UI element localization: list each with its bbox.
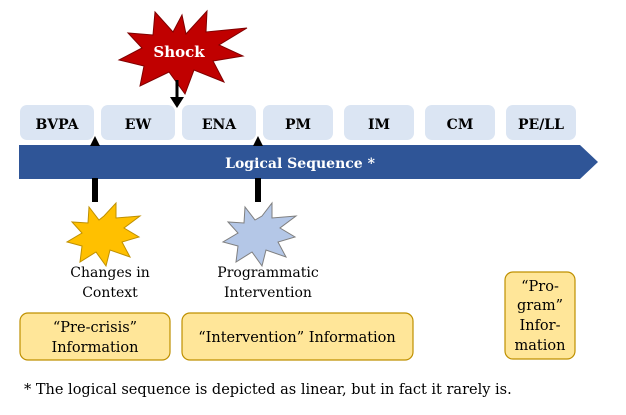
phase-label-ena: ENA <box>202 117 237 133</box>
program-info-line2: gram” <box>517 298 563 314</box>
program-info-line4: mation <box>515 338 566 354</box>
phase-box-ew: EW <box>101 105 175 140</box>
phase-box-pe-ll: PE/LL <box>506 105 576 140</box>
logical-sequence-label: Logical Sequence * <box>225 156 375 172</box>
program-info-line1: “Pro- <box>521 279 559 295</box>
phase-box-bvpa: BVPA <box>20 105 94 140</box>
blue-burst-icon <box>221 201 298 268</box>
context-label-line2: Context <box>82 285 138 301</box>
phase-box-ena: ENA <box>182 105 256 140</box>
context-label: Changes in Context <box>70 265 149 301</box>
phase-label-im: IM <box>368 117 390 133</box>
phase-row: BVPA EW ENA PM IM CM PE/LL <box>20 105 576 140</box>
phase-box-cm: CM <box>425 105 495 140</box>
footnote: * The logical sequence is depicted as li… <box>24 382 512 398</box>
precrisis-line2: Information <box>51 340 138 356</box>
phase-label-cm: CM <box>447 117 474 133</box>
intervention-burst <box>221 201 298 268</box>
phase-label-ew: EW <box>125 117 152 133</box>
precrisis-line1: “Pre-crisis” <box>53 320 137 336</box>
shock-burst: Shock <box>117 9 248 96</box>
context-burst <box>65 201 142 268</box>
program-info-line3: Infor- <box>520 318 561 334</box>
shock-burst-icon <box>117 9 248 96</box>
shock-label: Shock <box>153 43 205 61</box>
intervention-label-line1: Programmatic <box>217 265 319 281</box>
yellow-burst-icon <box>65 201 142 268</box>
phase-label-pm: PM <box>285 117 311 133</box>
phase-label-pe-ll: PE/LL <box>518 117 564 133</box>
shock-arrow <box>170 80 184 108</box>
intervention-arrow <box>253 136 263 202</box>
phase-box-pm: PM <box>263 105 333 140</box>
intervention-info-line1: “Intervention” Information <box>198 330 396 346</box>
phase-label-bvpa: BVPA <box>35 117 79 133</box>
info-box-intervention: “Intervention” Information <box>181 312 414 361</box>
context-arrow <box>90 136 100 202</box>
info-box-precrisis: “Pre-crisis” Information <box>19 312 171 361</box>
context-label-line1: Changes in <box>70 265 149 281</box>
info-box-program: “Pro- gram” Infor- mation <box>504 271 576 360</box>
intervention-label: Programmatic Intervention <box>217 265 319 301</box>
phase-box-im: IM <box>344 105 414 140</box>
intervention-label-line2: Intervention <box>224 285 312 301</box>
logical-sequence-arrow: Logical Sequence * <box>19 145 598 179</box>
